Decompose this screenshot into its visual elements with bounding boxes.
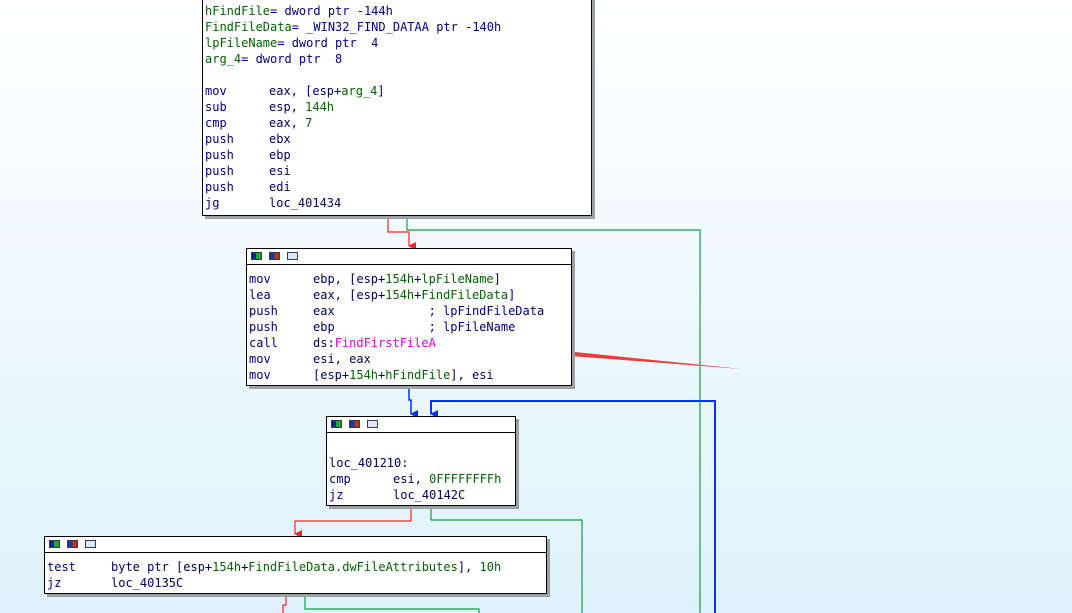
graph-color-icon[interactable] bbox=[331, 420, 342, 428]
var-arg4: arg_4= dword ptr 8 bbox=[205, 52, 343, 66]
entry-block[interactable]: hFindFile= dword ptr -144h FindFileData=… bbox=[202, 0, 592, 216]
block-header bbox=[327, 417, 515, 433]
block-header bbox=[247, 249, 571, 265]
edge-entry-true bbox=[387, 215, 416, 250]
edge-test-true bbox=[282, 594, 287, 613]
edge-test-false bbox=[304, 594, 480, 613]
var-hfindfile: hFindFile= dword ptr -144h bbox=[205, 4, 393, 18]
graph-text-icon[interactable] bbox=[85, 540, 96, 548]
var-lpfilename: lpFileName= dword ptr 4 bbox=[205, 36, 379, 50]
graph-text-icon[interactable] bbox=[367, 420, 378, 428]
graph-text-icon[interactable] bbox=[287, 252, 298, 260]
edge-loc-true bbox=[294, 506, 412, 538]
edge-entry-false bbox=[406, 215, 701, 613]
instruction-line: mov[esp+154h+hFindFile], esi bbox=[249, 368, 494, 382]
graph-node-icon[interactable] bbox=[349, 420, 360, 428]
graph-color-icon[interactable] bbox=[49, 540, 60, 548]
edge-loop-back bbox=[430, 400, 716, 613]
var-findfiledata: FindFileData= _WIN32_FIND_DATAA ptr -140… bbox=[205, 20, 502, 34]
edge-loc-false bbox=[430, 506, 583, 613]
edge-findfirst-loc bbox=[408, 386, 418, 418]
api-findfirstfilea[interactable]: FindFirstFileA bbox=[334, 336, 436, 350]
graph-node-icon[interactable] bbox=[67, 540, 78, 548]
graph-color-icon[interactable] bbox=[251, 252, 262, 260]
graph-node-icon[interactable] bbox=[269, 252, 280, 260]
block-label: loc_401210: bbox=[329, 456, 409, 470]
block-header bbox=[45, 537, 546, 553]
